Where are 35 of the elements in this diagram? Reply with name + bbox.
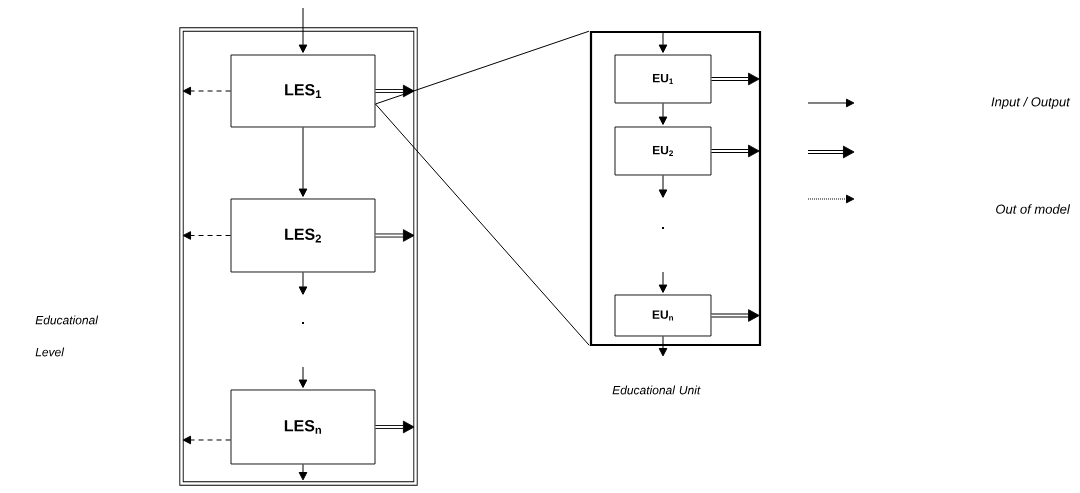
arrow xyxy=(658,271,668,293)
ellipsis-dot: . xyxy=(302,321,304,325)
process-box: LES$_{n}$ xyxy=(230,389,376,465)
ellipsis-dot: . xyxy=(662,226,664,230)
unit-frame xyxy=(589,30,762,347)
arrow xyxy=(711,72,760,86)
process-box: EU$_{1}$ xyxy=(614,54,712,104)
arrow xyxy=(298,126,308,197)
level-frame xyxy=(179,27,418,486)
arrow xyxy=(375,229,415,242)
arrow xyxy=(298,7,308,53)
arrow xyxy=(658,102,668,125)
arrow xyxy=(375,84,415,98)
arrow xyxy=(711,144,760,158)
zoom-line xyxy=(374,30,590,105)
arrow xyxy=(182,435,232,445)
process-box: EU$_{2}$ xyxy=(614,126,712,176)
arrow xyxy=(658,335,668,357)
arrow xyxy=(375,420,415,434)
process-box: LES$_{1}$ xyxy=(230,54,376,128)
arrow xyxy=(298,463,308,481)
arrow xyxy=(658,174,668,198)
level-label: Educational Level xyxy=(35,315,99,357)
arrow xyxy=(182,231,232,240)
process-box: LES$_{2}$ xyxy=(230,198,376,273)
zoom-line xyxy=(374,103,590,346)
arrow xyxy=(298,366,308,388)
process-box: EU$_{n}$ xyxy=(614,294,712,337)
arrow xyxy=(298,271,308,295)
legend-text: Out of model xyxy=(996,204,1071,214)
arrow xyxy=(658,32,668,53)
arrow xyxy=(182,86,232,96)
node-label: Educational Unit xyxy=(612,385,701,395)
arrow xyxy=(711,309,760,322)
legend-text: Input / Output xyxy=(991,96,1071,110)
